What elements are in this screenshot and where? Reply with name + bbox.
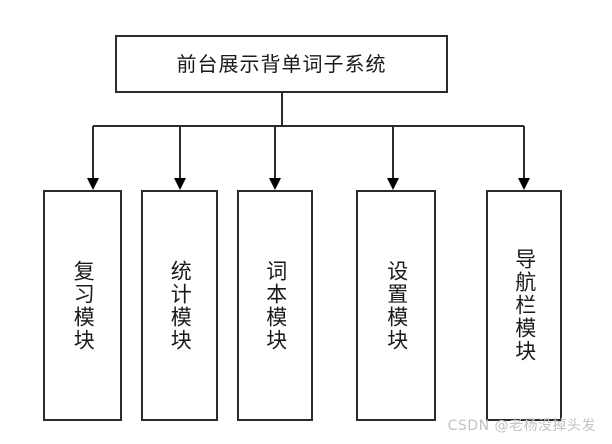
leaf-node-box-statistics[interactable]: 统计模块 (141, 190, 218, 421)
arrowhead-5 (518, 178, 530, 190)
leaf-node-label-review: 复习模块 (71, 259, 96, 352)
arrowhead-2 (174, 178, 186, 190)
arrowhead-4 (387, 178, 399, 190)
leaf-node-label-navbar: 导航栏模块 (512, 248, 537, 363)
leaf-node-box-wordbook[interactable]: 词本模块 (237, 190, 313, 421)
leaf-node-box-navbar[interactable]: 导航栏模块 (486, 190, 562, 421)
leaf-node-label-wordbook: 词本模块 (263, 259, 288, 352)
leaf-node-box-settings[interactable]: 设置模块 (356, 190, 436, 421)
root-node-box[interactable]: 前台展示背单词子系统 (115, 35, 448, 93)
leaf-node-label-statistics: 统计模块 (168, 259, 193, 352)
csdn-watermark: CSDN @老杨没掉头发 (447, 418, 596, 434)
arrowhead-3 (269, 178, 281, 190)
leaf-node-box-review[interactable]: 复习模块 (43, 190, 122, 421)
root-node-label: 前台展示背单词子系统 (176, 52, 387, 76)
arrowhead-1 (87, 178, 99, 190)
leaf-node-label-settings: 设置模块 (384, 259, 409, 352)
